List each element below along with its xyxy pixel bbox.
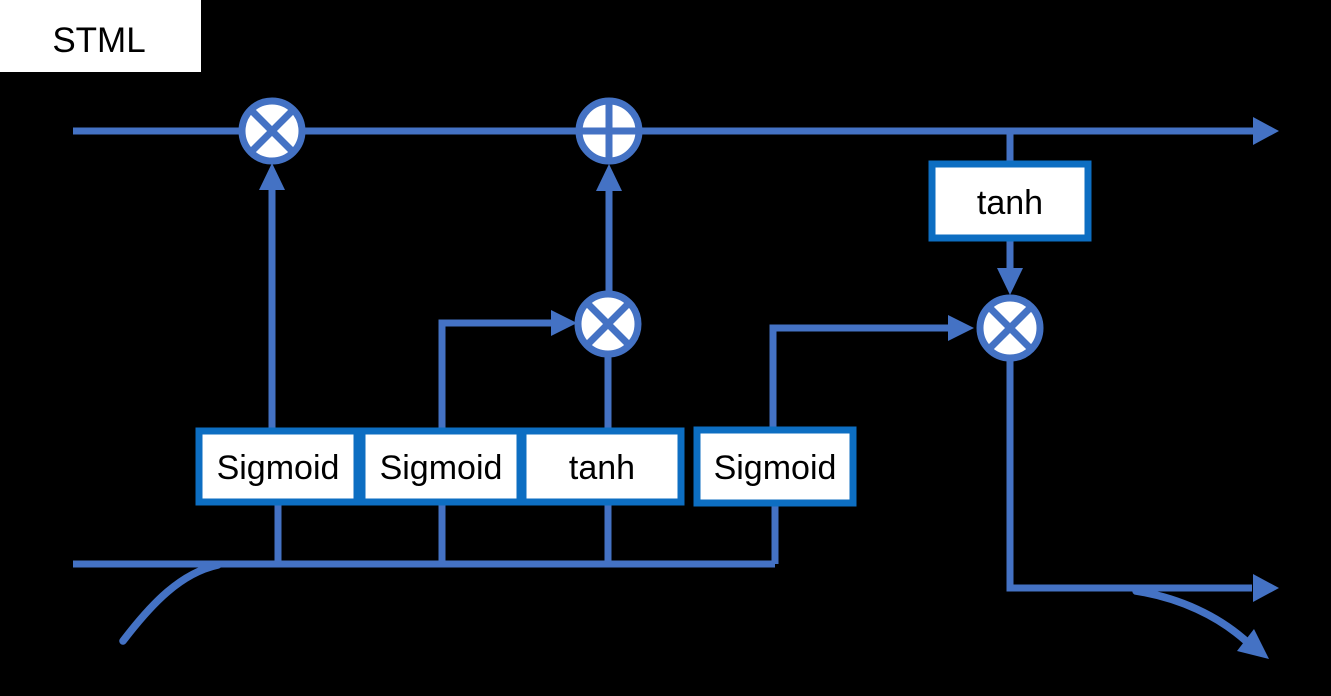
arrowhead-right-icon <box>1253 574 1279 602</box>
output-line <box>1006 360 1279 659</box>
output-gate-connector <box>769 315 974 430</box>
title-rect <box>0 0 201 72</box>
gate-label: Sigmoid <box>217 449 340 487</box>
arrowhead-right-icon <box>1253 117 1279 145</box>
forget-gate-connector <box>259 163 285 431</box>
gate-rect <box>519 427 685 506</box>
tanh-to-multiply-connector <box>997 238 1023 295</box>
output-multiply-node <box>976 294 1044 362</box>
gate-label: Sigmoid <box>714 449 837 487</box>
gate-label: tanh <box>569 449 635 487</box>
input-multiply-node <box>574 290 642 358</box>
forget-multiply-node <box>238 97 306 165</box>
output-gate-box: Sigmoid <box>693 426 857 507</box>
multiply-icon <box>585 301 631 347</box>
gate-rect <box>195 427 361 506</box>
plus-icon <box>582 104 636 158</box>
arrowhead-right-icon <box>551 310 577 336</box>
arrowhead-up-icon <box>259 163 285 190</box>
output-segment <box>1006 360 1252 592</box>
gate-label: tanh <box>977 184 1043 222</box>
input-entry-curve <box>119 561 222 645</box>
gate-rect <box>693 426 857 507</box>
candidate-tanh-box: tanh <box>519 427 685 506</box>
arrowhead-up-icon <box>596 164 622 191</box>
output-branch-curve <box>1132 587 1250 645</box>
arrowhead-down-icon <box>997 268 1023 295</box>
input-line <box>73 502 779 645</box>
cell-output-tanh-box: tanh <box>928 160 1092 242</box>
input-gate-box: Sigmoid <box>358 427 524 506</box>
title-box: STML <box>0 0 201 72</box>
add-connector <box>596 164 622 292</box>
gate-rect <box>928 160 1092 242</box>
arrowhead-right-icon <box>948 315 974 341</box>
cell-add-node <box>575 97 643 165</box>
forget-gate-box: Sigmoid <box>195 427 361 506</box>
page-title: STML <box>52 21 145 60</box>
multiply-icon <box>987 305 1033 351</box>
output-connector-segment <box>769 324 948 430</box>
input-connector-segment <box>438 319 551 431</box>
gate-label: Sigmoid <box>380 449 503 487</box>
arrowhead-down-right-icon <box>1237 629 1269 659</box>
input-gate-connector <box>438 310 577 431</box>
multiply-icon <box>249 108 295 154</box>
